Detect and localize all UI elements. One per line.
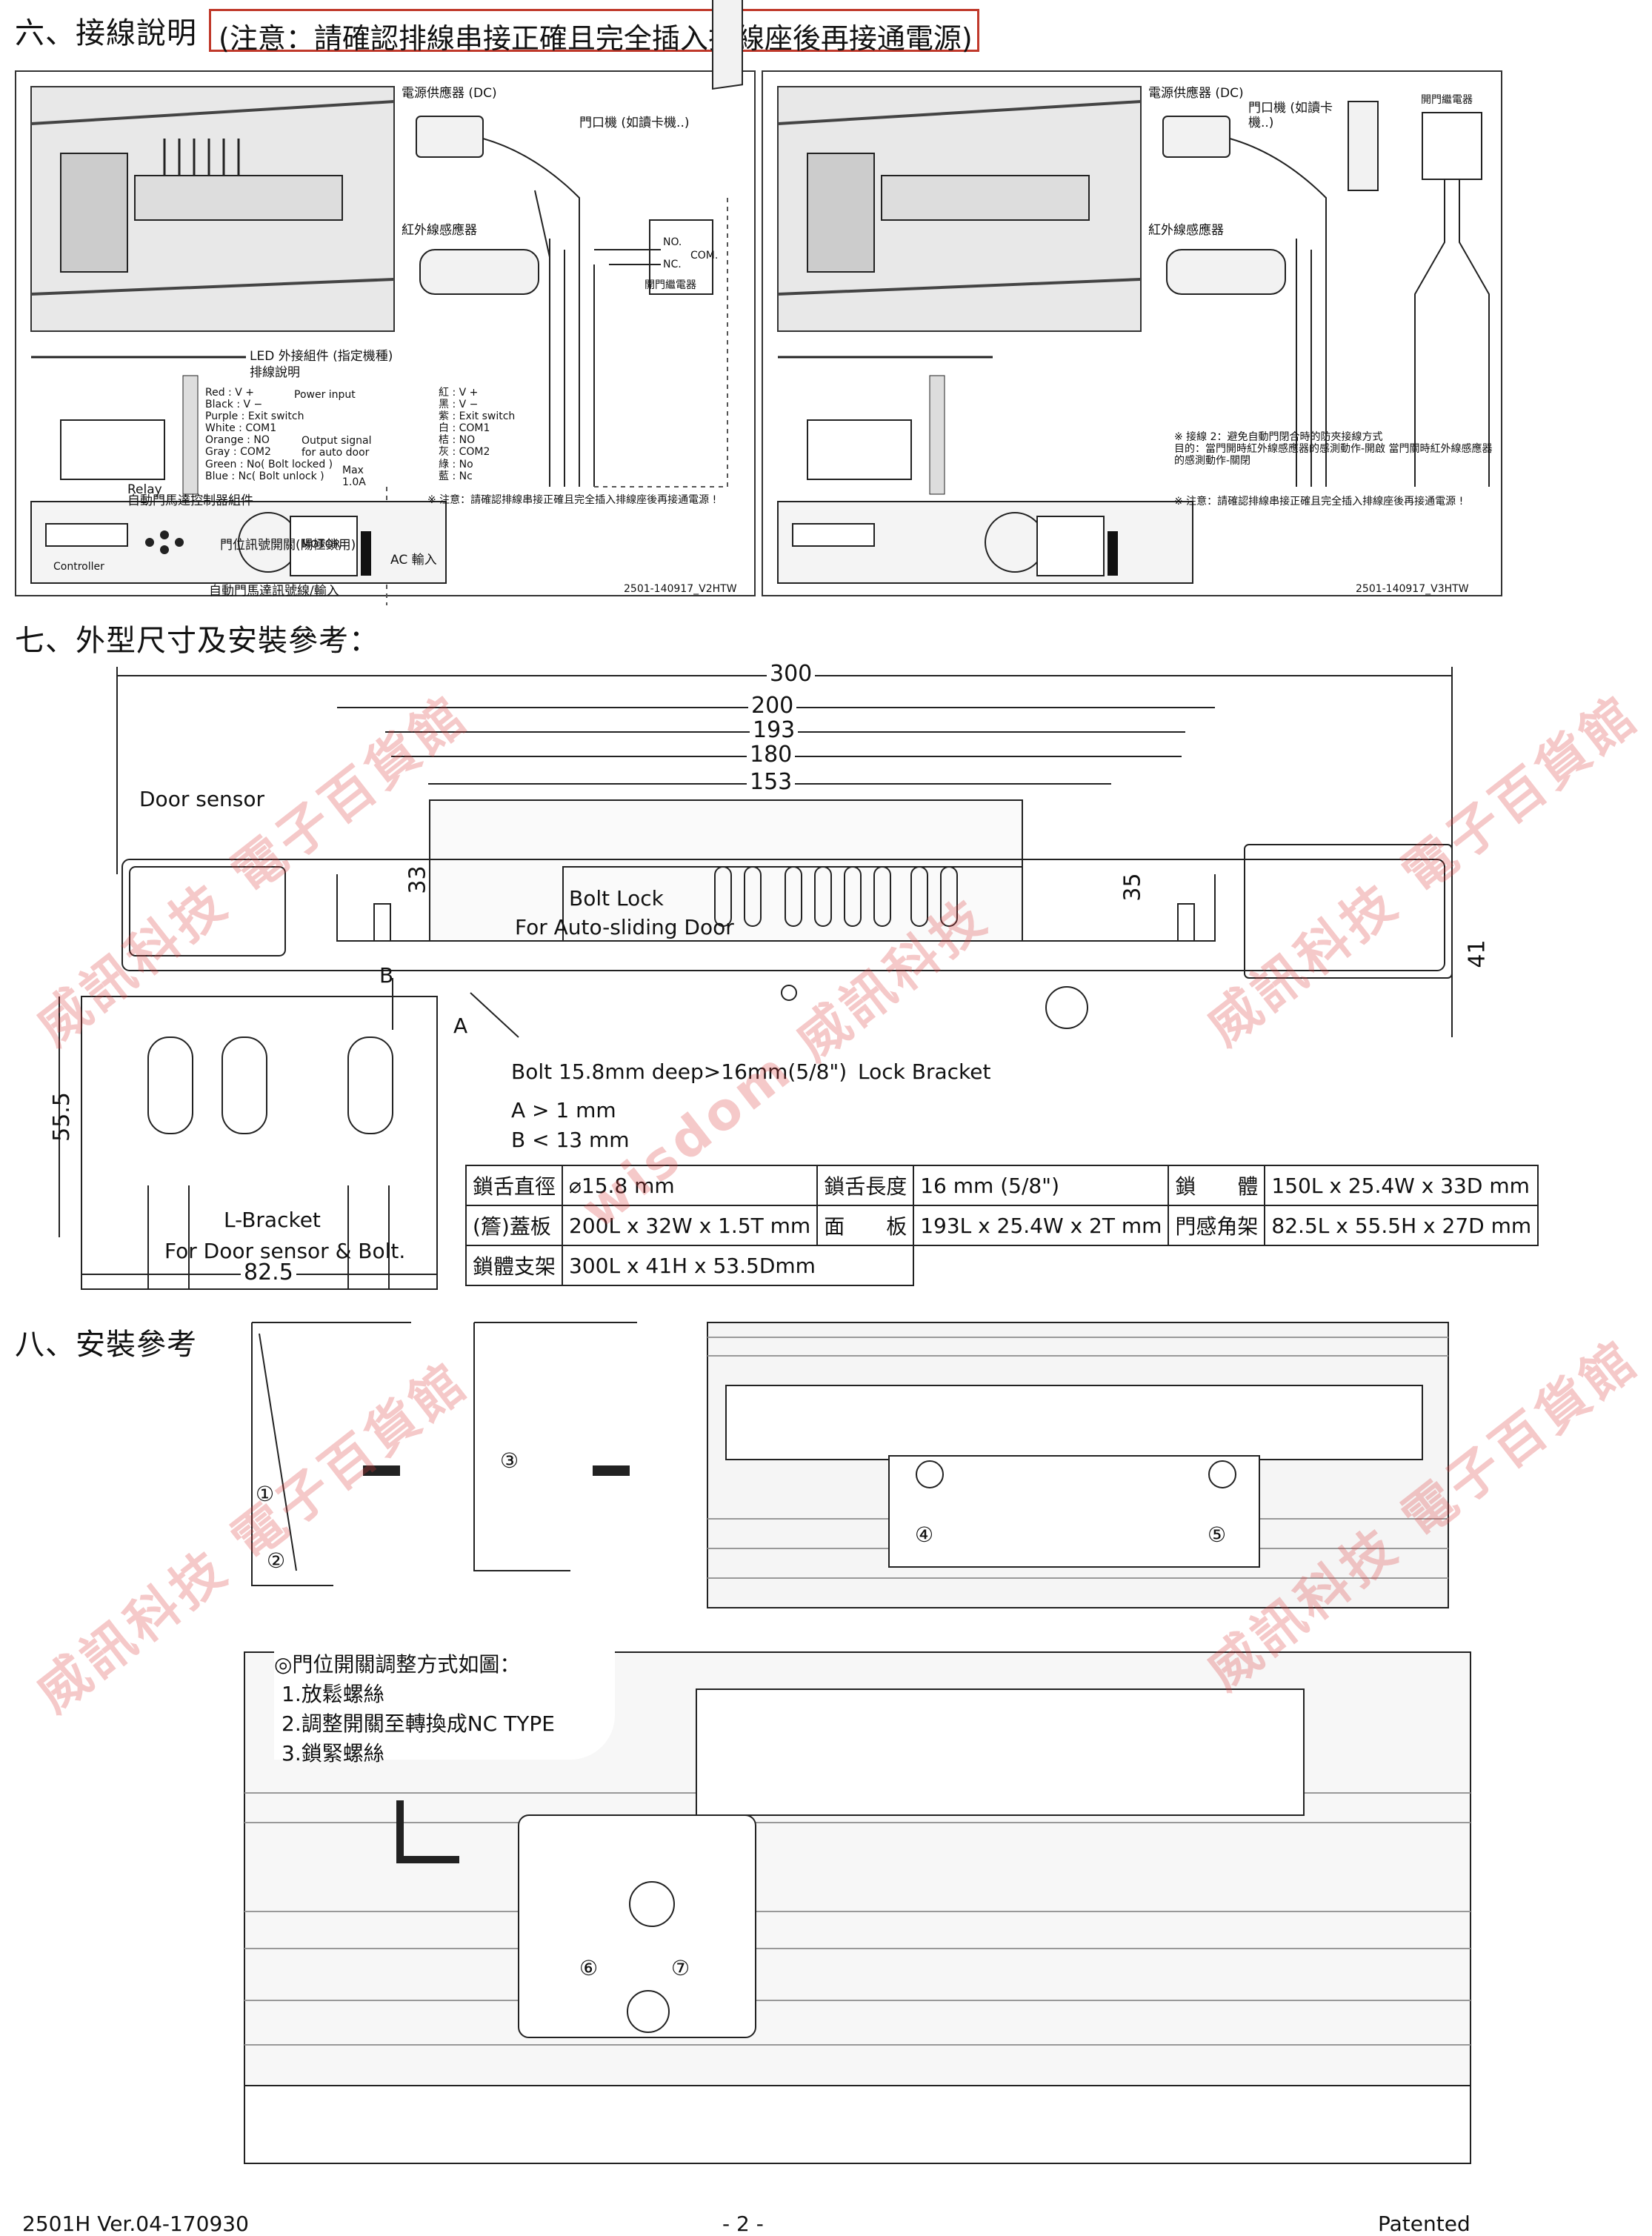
diagram-code-v3: 2501-140917_V3HTW [1356,583,1469,595]
relay-label: Relay [127,482,162,497]
anti-pinch-note: ※ 接線 2：避免自動門閉合時的防夾接線方式 目的：當門開時紅外線感應器的感測動… [1174,431,1493,468]
spec-cell: 鎖體支架 [464,1245,564,1286]
spec-cell: 鎖舌長度 [816,1165,915,1206]
dim-33: 33 [404,865,431,894]
adjust-title: ◎門位開關調整方式如圖： [274,1652,521,1677]
adjust-step-1: 1.放鬆螺絲 [282,1682,384,1706]
spec-cell: 300L x 41H x 53.5Dmm [562,1245,915,1286]
door-position-switch-label: 門位訊號開關(陽極鎖用) [220,538,356,553]
wiring-notice: (注意：請確認排線串接正確且完全插入排線座後再接通電源) [209,9,979,55]
step-1: ① [256,1482,275,1506]
adjust-step-3: 3.鎖緊螺絲 [282,1741,384,1766]
step-2: ② [267,1548,286,1573]
signal-input-label: 自動門馬達訊號線/輸入 [209,584,339,599]
step-4: ④ [915,1523,934,1547]
relay-nc-label: NC. [663,259,682,270]
wiring-desc-label: 排線說明 [250,365,300,380]
dim-200: 200 [748,693,797,719]
watermark: 威訊科技 電子百貨館 [1195,683,1651,1058]
power-supply-label: 電源供應器 (DC) [402,86,497,101]
ir-sensor-label-v3: 紅外線感應器 [1148,223,1224,238]
dim-300: 300 [767,661,816,687]
wiring-note-v3: ※ 注意：請確認排線串接正確且完全插入排線座後再接通電源 ! [1174,496,1464,508]
dim-193: 193 [750,717,799,743]
dim-41: 41 [1464,939,1491,968]
spec-cell: 門感角架 [1168,1205,1266,1246]
bolt-depth-note: Bolt 15.8mm deep>16mm(5/8") [511,1059,847,1084]
lock-bracket-label: Lock Bracket [858,1059,991,1084]
wiring-notice-text: (注意：請確認排線串接正確且完全插入排線座後再接通電源) [219,22,973,55]
power-input-label: Power input [294,389,356,401]
watermark: 威訊科技 電子百貨館 [1195,1328,1651,1703]
section7-title: 七、外型尺寸及安裝參考： [15,624,379,658]
spec-cell: (簷)蓋板 [464,1205,564,1246]
controller-group-label: 自動門馬達控制器組件 [127,493,253,508]
spec-cell: ⌀15.8 mm [562,1165,819,1206]
spec-cell: 16 mm (5/8") [913,1165,1170,1206]
dim-b-label: B [379,963,394,988]
spec-cell: 200L x 32W x 1.5T mm [562,1205,819,1246]
step-3: ③ [500,1448,519,1473]
power-supply-label-v3: 電源供應器 (DC) [1148,86,1244,101]
motor-label: MOTOR [302,539,341,550]
spec-table: 鎖舌直徑 ⌀15.8 mm 鎖舌長度 16 mm (5/8") 鎖 體 150L… [464,1165,1539,1286]
door-switch-label-v3: 開門繼電器 [1421,94,1473,106]
bolt-lock-label: Bolt Lock [569,886,664,911]
step-7: ⑦ [671,1956,690,1980]
dim-a-label: A [453,1014,468,1038]
diagram-code: 2501-140917_V2HTW [624,583,737,595]
b-rule: B < 13 mm [511,1128,630,1152]
section8-title: 八、安裝參考 [15,1328,197,1362]
spec-cell: 鎖舌直徑 [464,1165,564,1206]
door-sensor-label: Door sensor [139,787,265,811]
spec-cell: 193L x 25.4W x 2T mm [913,1205,1170,1246]
dim-180: 180 [747,742,796,768]
wiring-diagram-v2: 電源供應器 (DC) 門口機 (如讀卡機..) 紅外線感應器 NO. NC. C… [15,0,756,605]
door-reader-label: 門口機 (如讀卡機..) [579,116,690,130]
controller-label: Controller [53,561,104,573]
led-kit-label: LED 外接組件 (指定機種) [250,349,393,364]
spec-cell: 鎖 體 [1168,1165,1266,1206]
l-bracket-label: L-Bracket [224,1208,321,1232]
output-signal-label: Output signal for auto door [302,435,372,459]
for-door-sensor-label: For Door sensor & Bolt. [164,1239,406,1263]
a-rule: A > 1 mm [511,1098,616,1122]
wiring-diagram-v2-drawing [30,0,743,605]
footer-patent: Patented [1378,2212,1471,2236]
dim-82-5: 82.5 [241,1260,296,1285]
wiring-diagram-v3: 電源供應器 (DC) 門口機 (如讀卡機..) 開門繼電器 紅外線感應器 ※ 接… [762,70,1502,596]
dim-35: 35 [1119,873,1146,902]
footer-version: 2501H Ver.04-170930 [22,2212,249,2236]
door-switch-label: 開門繼電器 [645,279,696,291]
dim-55-5: 55.5 [48,1092,75,1142]
adjust-callout: ◎門位開關調整方式如圖： 1.放鬆螺絲 2.調整開關至轉換成NC TYPE 3.… [274,1648,615,1766]
table-row: 鎖舌直徑 ⌀15.8 mm 鎖舌長度 16 mm (5/8") 鎖 體 150L… [464,1165,1539,1206]
for-auto-sliding-label: For Auto-sliding Door [515,915,734,939]
ir-sensor-label: 紅外線感應器 [402,223,477,238]
section6-title: 六、接線說明 [15,16,197,50]
adjust-step-2: 2.調整開關至轉換成NC TYPE [282,1711,555,1736]
dim-153: 153 [747,769,796,795]
wiring-diagram-v3-drawing [777,86,1490,584]
step-5: ⑤ [1208,1523,1227,1547]
footer-page: - 2 - [722,2212,764,2236]
table-row: (簷)蓋板 200L x 32W x 1.5T mm 面 板 193L x 25… [464,1205,1539,1246]
spec-cell: 面 板 [816,1205,915,1246]
door-reader-label-v3: 門口機 (如讀卡機..) [1248,101,1333,130]
table-row: 鎖體支架 300L x 41H x 53.5Dmm [464,1245,1538,1286]
max-current-label: Max 1.0A [342,465,366,489]
wiring-note: ※ 注意：請確認排線串接正確且完全插入排線座後再接通電源 ! [427,494,717,506]
ac-input-label: AC 輸入 [390,553,437,568]
spec-cell: 150L x 25.4W x 33D mm [1264,1165,1539,1206]
relay-com-label: COM. [690,250,719,262]
relay-no-label: NO. [663,236,682,248]
step-6: ⑥ [579,1956,599,1980]
wire-list-en: Red : V +Black : V − Purple : Exit switc… [205,387,333,482]
spec-cell: 82.5L x 55.5H x 27D mm [1264,1205,1539,1246]
